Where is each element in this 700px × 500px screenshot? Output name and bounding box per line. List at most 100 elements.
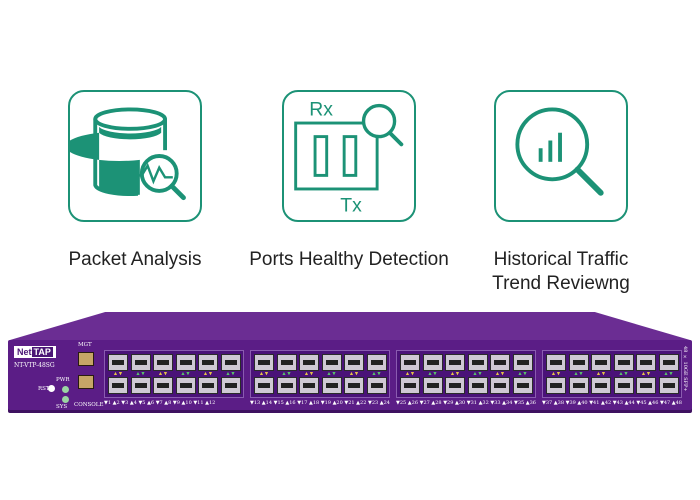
port-led: ▲▼ [641, 371, 651, 377]
pwr-label: PWR [56, 377, 70, 383]
sfp-port[interactable] [254, 377, 274, 394]
port-led: ▲▼ [641, 371, 651, 377]
port-led: ▲▼ [405, 371, 415, 377]
rst-label: RST [38, 386, 50, 392]
sfp-port[interactable] [366, 377, 387, 394]
sfp-port[interactable] [490, 377, 510, 394]
sfp-port[interactable] [108, 354, 128, 371]
port-numbers: ▼37 ▲38 ▼39 ▲40 ▼41 ▲42 ▼43 ▲44 ▼45 ▲46 … [542, 400, 682, 406]
port-led: ▲▼ [281, 371, 292, 377]
mgt-port[interactable] [78, 352, 94, 366]
sfp-port[interactable] [175, 377, 196, 394]
port-numbers: ▼1 ▲2 ▼3 ▲4 ▼5 ▲6 ▼7 ▲8 ▼9 ▲10 ▼11 ▲12 [104, 400, 216, 406]
sfp-port[interactable] [658, 377, 679, 394]
sfp-port[interactable] [108, 377, 128, 394]
sfp-port[interactable] [276, 377, 297, 394]
port-led: ▲▼ [113, 371, 123, 377]
feature-label: Packet Analysis [68, 249, 202, 270]
sfp-port[interactable] [299, 354, 319, 371]
port-led: ▲▼ [203, 371, 213, 377]
sfp-port[interactable] [321, 354, 342, 371]
sfp-port[interactable] [422, 377, 443, 394]
sys-label: SYS [56, 404, 68, 410]
sfp-port[interactable] [658, 354, 679, 371]
ports-detection-tile: Rx Tx [282, 90, 416, 222]
port-led: ▲▼ [203, 371, 213, 377]
tx-label: Tx [340, 194, 362, 216]
sfp-port[interactable] [467, 377, 488, 394]
sfp-port[interactable] [445, 354, 465, 371]
port-led: ▲▼ [371, 371, 382, 377]
port-led: ▲▼ [551, 371, 561, 377]
side-label: 48 × 10GE SFP+ [682, 346, 688, 392]
sfp-port[interactable] [613, 377, 634, 394]
sfp-port[interactable] [636, 354, 656, 371]
port-led: ▲▼ [517, 371, 528, 377]
sfp-port[interactable] [591, 377, 611, 394]
port-led: ▲▼ [618, 371, 629, 377]
ports-inspection-icon: Rx Tx [294, 98, 404, 216]
sfp-port[interactable] [153, 354, 173, 371]
sfp-port[interactable] [175, 354, 196, 371]
sfp-port[interactable] [130, 377, 151, 394]
port-led: ▲▼ [495, 371, 505, 377]
sfp-port[interactable] [568, 377, 589, 394]
port-led: ▲▼ [158, 371, 168, 377]
sfp-port[interactable] [299, 377, 319, 394]
port-led: ▲▼ [180, 371, 191, 377]
port-led: ▲▼ [304, 371, 314, 377]
port-led: ▲▼ [259, 371, 269, 377]
sfp-port[interactable] [198, 354, 218, 371]
sfp-port[interactable] [366, 354, 387, 371]
console-port[interactable] [78, 375, 94, 389]
sys-led [62, 396, 69, 403]
sfp-port[interactable] [400, 377, 420, 394]
sfp-port[interactable] [254, 354, 274, 371]
sfp-port[interactable] [344, 354, 364, 371]
sfp-port[interactable] [467, 354, 488, 371]
sfp-port[interactable] [546, 354, 566, 371]
reset-button[interactable] [48, 385, 55, 392]
feature-label: Ports Healthy Detection [249, 249, 449, 270]
sfp-port[interactable] [490, 354, 510, 371]
historical-traffic-tile [494, 90, 628, 222]
port-led: ▲▼ [180, 371, 191, 377]
pwr-led [62, 386, 69, 393]
port-led: ▲▼ [573, 371, 584, 377]
port-led: ▲▼ [427, 371, 438, 377]
sfp-port[interactable] [321, 377, 342, 394]
sfp-port[interactable] [591, 354, 611, 371]
sfp-port[interactable] [636, 377, 656, 394]
port-numbers: ▼13 ▲14 ▼15 ▲16 ▼17 ▲18 ▼19 ▲20 ▼21 ▲22 … [250, 400, 390, 406]
port-led: ▲▼ [450, 371, 460, 377]
sfp-port[interactable] [400, 354, 420, 371]
sfp-port[interactable] [198, 377, 218, 394]
port-led: ▲▼ [113, 371, 123, 377]
port-led: ▲▼ [158, 371, 168, 377]
sfp-port[interactable] [512, 354, 533, 371]
sfp-port[interactable] [512, 377, 533, 394]
sfp-port[interactable] [130, 354, 151, 371]
sfp-port[interactable] [344, 377, 364, 394]
port-led: ▲▼ [349, 371, 359, 377]
sfp-port[interactable] [546, 377, 566, 394]
sfp-port[interactable] [220, 377, 241, 394]
sfp-port[interactable] [445, 377, 465, 394]
port-led: ▲▼ [596, 371, 606, 377]
sfp-port[interactable] [422, 354, 443, 371]
port-led: ▲▼ [551, 371, 561, 377]
port-led: ▲▼ [427, 371, 438, 377]
sfp-port-group: ▲▼▲▼▲▼▲▼▲▼▲▼▲▼▲▼▲▼▲▼▲▼▲▼ [542, 350, 682, 398]
trend-search-icon [515, 107, 604, 196]
sfp-port[interactable] [568, 354, 589, 371]
port-led: ▲▼ [596, 371, 606, 377]
sfp-port[interactable] [276, 354, 297, 371]
sfp-port[interactable] [220, 354, 241, 371]
console-label: CONSOLE [74, 402, 104, 408]
port-led: ▲▼ [304, 371, 314, 377]
sfp-port[interactable] [613, 354, 634, 371]
sfp-port[interactable] [153, 377, 173, 394]
sfp-port-group: ▲▼▲▼▲▼▲▼▲▼▲▼▲▼▲▼▲▼▲▼▲▼▲▼ [104, 350, 244, 398]
port-led: ▲▼ [371, 371, 382, 377]
